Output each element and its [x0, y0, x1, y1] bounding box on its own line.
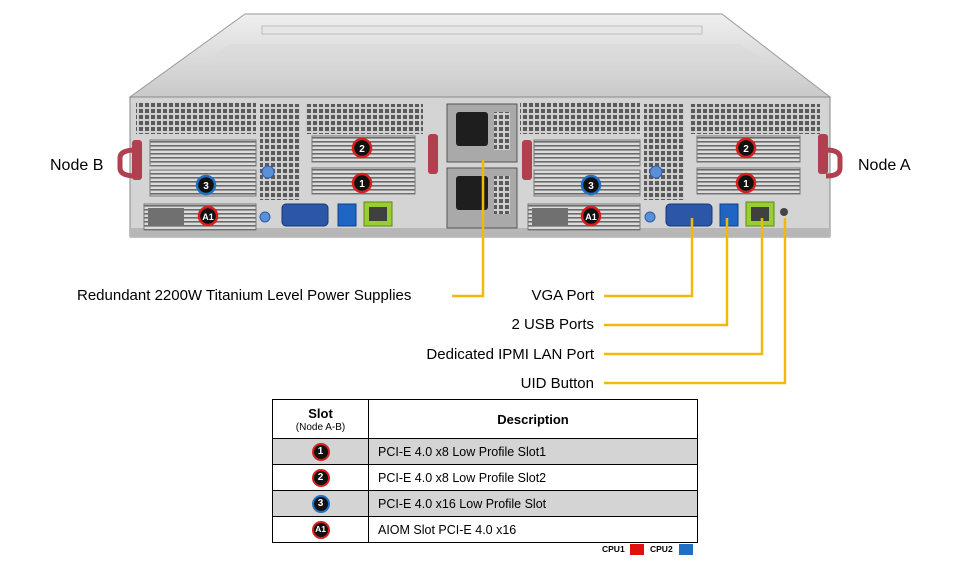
table-row: 3 PCI-E 4.0 x16 Low Profile Slot	[272, 490, 698, 517]
svg-text:A1: A1	[202, 212, 214, 222]
slot-table-header: Slot (Node A-B) Description	[272, 399, 698, 439]
legend-cpu2-label: CPU2	[650, 544, 673, 554]
badge-aiom-node-a: A1	[580, 205, 602, 227]
psu-leader-line	[452, 160, 485, 298]
badge-slot2-node-a: 2	[735, 137, 757, 159]
callout-lines	[452, 160, 787, 385]
table-row: 2 PCI-E 4.0 x8 Low Profile Slot2	[272, 464, 698, 491]
table-row: 1 PCI-E 4.0 x8 Low Profile Slot1	[272, 438, 698, 465]
slot-badge: 2	[311, 468, 330, 487]
uid-button-label: UID Button	[520, 375, 594, 392]
svg-text:2: 2	[743, 144, 749, 155]
description-column-header: Description	[368, 399, 698, 439]
badge-aiom-node-b: A1	[197, 205, 219, 227]
slot-description: PCI-E 4.0 x8 Low Profile Slot1	[368, 438, 698, 465]
psu-label: Redundant 2200W Titanium Level Power Sup…	[77, 287, 412, 304]
legend-cpu2-swatch	[679, 544, 693, 555]
legend-cpu1-swatch	[630, 544, 644, 555]
svg-text:1: 1	[743, 179, 749, 190]
slot-badge: 3	[311, 494, 330, 513]
node-b-label: Node B	[50, 157, 104, 174]
usb-leader-line	[604, 218, 729, 327]
badge-slot2-node-b: 2	[351, 137, 373, 159]
slot-badge: A1	[311, 520, 330, 539]
slot-description: PCI-E 4.0 x16 Low Profile Slot	[368, 490, 698, 517]
node-a-rear	[520, 102, 843, 231]
vga-port-label: VGA Port	[531, 287, 594, 304]
ipmi-leader-line	[604, 218, 764, 356]
ipmi-lan-port-label: Dedicated IPMI LAN Port	[426, 346, 594, 363]
slot-column-subheader: (Node A-B)	[295, 421, 346, 433]
node-b-rear	[117, 102, 438, 231]
slot-description: AIOM Slot PCI-E 4.0 x16	[368, 516, 698, 543]
svg-text:3: 3	[588, 181, 594, 192]
slot-column-header: Slot (Node A-B)	[272, 399, 369, 439]
uid-leader-line	[604, 218, 787, 385]
svg-text:3: 3	[203, 181, 209, 192]
slot-description: PCI-E 4.0 x8 Low Profile Slot2	[368, 464, 698, 491]
badge-slot1-node-a: 1	[735, 172, 757, 194]
node-a-label: Node A	[858, 157, 911, 174]
table-row: A1 AIOM Slot PCI-E 4.0 x16	[272, 516, 698, 543]
slot-badge: 1	[311, 442, 330, 461]
vga-leader-line	[604, 218, 694, 298]
usb-ports-label: 2 USB Ports	[511, 316, 594, 333]
svg-text:2: 2	[359, 144, 365, 155]
badge-slot3-node-a: 3	[580, 174, 602, 196]
legend-cpu1-label: CPU1	[602, 544, 625, 554]
slot-table: Slot (Node A-B) Description 1 PCI-E 4.0 …	[272, 399, 698, 543]
svg-text:1: 1	[359, 179, 365, 190]
svg-text:A1: A1	[585, 212, 597, 222]
badge-slot1-node-b: 1	[351, 172, 373, 194]
badge-slot3-node-b: 3	[195, 174, 217, 196]
